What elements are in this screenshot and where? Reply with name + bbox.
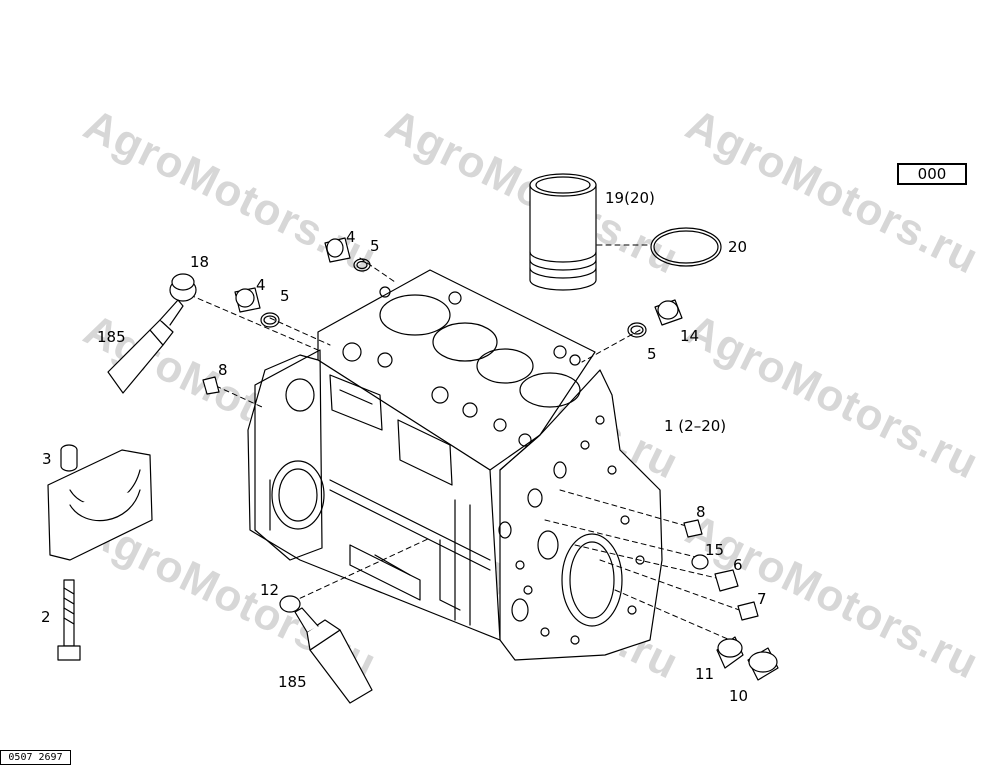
callout-12: 12 [260,581,280,599]
plug-4-top [324,237,351,263]
callout-5: 5 [647,345,657,363]
plug-18 [169,273,197,302]
cylinder-block [247,269,663,661]
bearing-cap [47,449,153,561]
washer-5-mid [260,312,280,328]
plug-15 [691,554,709,570]
main-bearing-bolt [57,579,81,661]
callout-185: 185 [97,328,126,346]
callout-1: 1 (2–20) [664,417,727,435]
callout-4: 4 [256,276,266,294]
page-code-box: 000 [897,163,967,185]
plug-4-mid [234,287,261,313]
callout-10: 10 [729,687,749,705]
o-ring [650,227,722,267]
callout-3: 3 [42,450,52,468]
callout-18: 18 [190,253,210,271]
plug-7 [737,601,759,621]
washer-5-right [627,322,647,338]
callout-20: 20 [728,238,748,256]
plug-8-right [683,519,703,538]
callout-2: 2 [41,608,51,626]
callout-5: 5 [280,287,290,305]
callout-4: 4 [346,228,356,246]
washer-5-top [353,258,371,272]
seal-12 [279,595,301,613]
document-reference: 0507 2697 [0,750,71,765]
callout-19: 19(20) [605,189,655,207]
callout-8: 8 [218,361,228,379]
sealant-tube-top [107,299,184,394]
bushing-11 [716,636,744,669]
bushing-10 [747,647,779,681]
callout-14: 14 [680,327,700,345]
callout-15: 15 [705,541,725,559]
callout-7: 7 [757,590,767,608]
plug-8-left [202,376,220,395]
sealant-tube-bottom [294,607,373,704]
callout-6: 6 [733,556,743,574]
bearing-cap-cap3 [60,444,78,472]
plug-14 [654,299,683,326]
callout-11: 11 [695,665,715,683]
plug-6 [714,569,739,592]
callout-8: 8 [696,503,706,521]
cylinder-liner [529,173,597,291]
callout-5: 5 [370,237,380,255]
callout-185: 185 [278,673,307,691]
